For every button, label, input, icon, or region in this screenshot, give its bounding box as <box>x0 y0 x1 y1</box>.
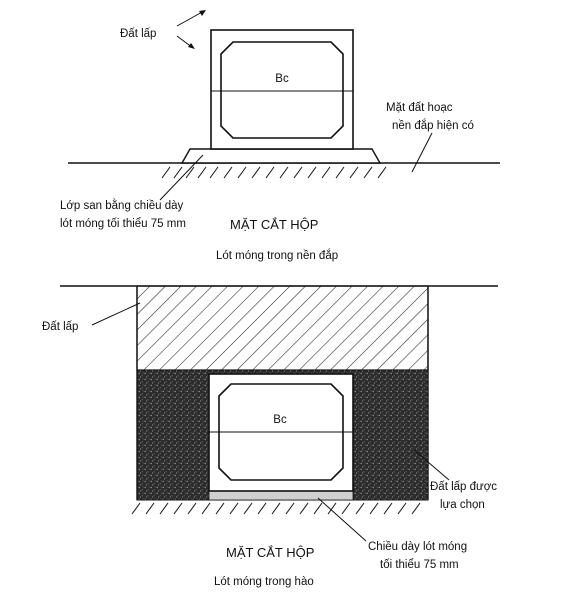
bottom-bedding-label-line2: tối thiểu 75 mm <box>380 559 459 571</box>
trench-backfill-hatched <box>136 285 429 371</box>
selected-fill-leader <box>413 449 450 481</box>
embankment-section: Bc Đất lấp Mặt đất hoạc nền đắp hiện có … <box>60 10 500 262</box>
bottom-bedding-layer <box>208 490 354 501</box>
existing-ground-label-line2: nền đắp hiện có <box>392 119 474 132</box>
top-backfill-arrowhead-down <box>188 43 195 49</box>
bottom-ground-hatch <box>131 502 421 515</box>
top-bedding-leader <box>159 154 204 201</box>
existing-ground-leader <box>411 132 433 173</box>
top-backfill-arrowhead-up <box>199 10 206 16</box>
bottom-backfill-leader <box>91 302 141 326</box>
existing-ground-label-line1: Mặt đất hoạc <box>386 102 453 114</box>
bottom-backfill-label: Đất lấp <box>42 321 78 333</box>
selected-fill-label-line2: lựa chọn <box>440 499 485 511</box>
trench-section: Bc Đất lấp Đất lấp được lựa chọn Chiều d… <box>42 285 498 588</box>
top-ground-hatch <box>161 166 387 179</box>
bottom-bedding-label-line1: Chiều dày lót móng <box>368 541 467 553</box>
top-section-title: MẶT CẮT HỘP <box>230 217 318 232</box>
selected-fill-label-line1: Đất lấp được <box>430 481 497 493</box>
top-box-culvert-inner <box>220 41 344 139</box>
bottom-section-subtitle: Lót móng trong hào <box>214 576 314 588</box>
bottom-bedding-leader <box>317 497 367 542</box>
bottom-section-title: MẶT CẮT HỘP <box>226 545 314 560</box>
bottom-bc-label: Bc <box>273 414 287 426</box>
top-bedding-layer <box>180 148 382 164</box>
top-section-subtitle: Lót móng trong nền đắp <box>216 249 338 262</box>
top-bc-label: Bc <box>275 73 289 85</box>
top-bedding-label-line2: lót móng tối thiểu 75 mm <box>60 218 186 230</box>
top-backfill-arrow-up <box>176 10 205 27</box>
top-backfill-label: Đất lấp <box>120 28 156 40</box>
top-bedding-label-line1: Lớp san bằng chiều dày <box>60 199 184 212</box>
